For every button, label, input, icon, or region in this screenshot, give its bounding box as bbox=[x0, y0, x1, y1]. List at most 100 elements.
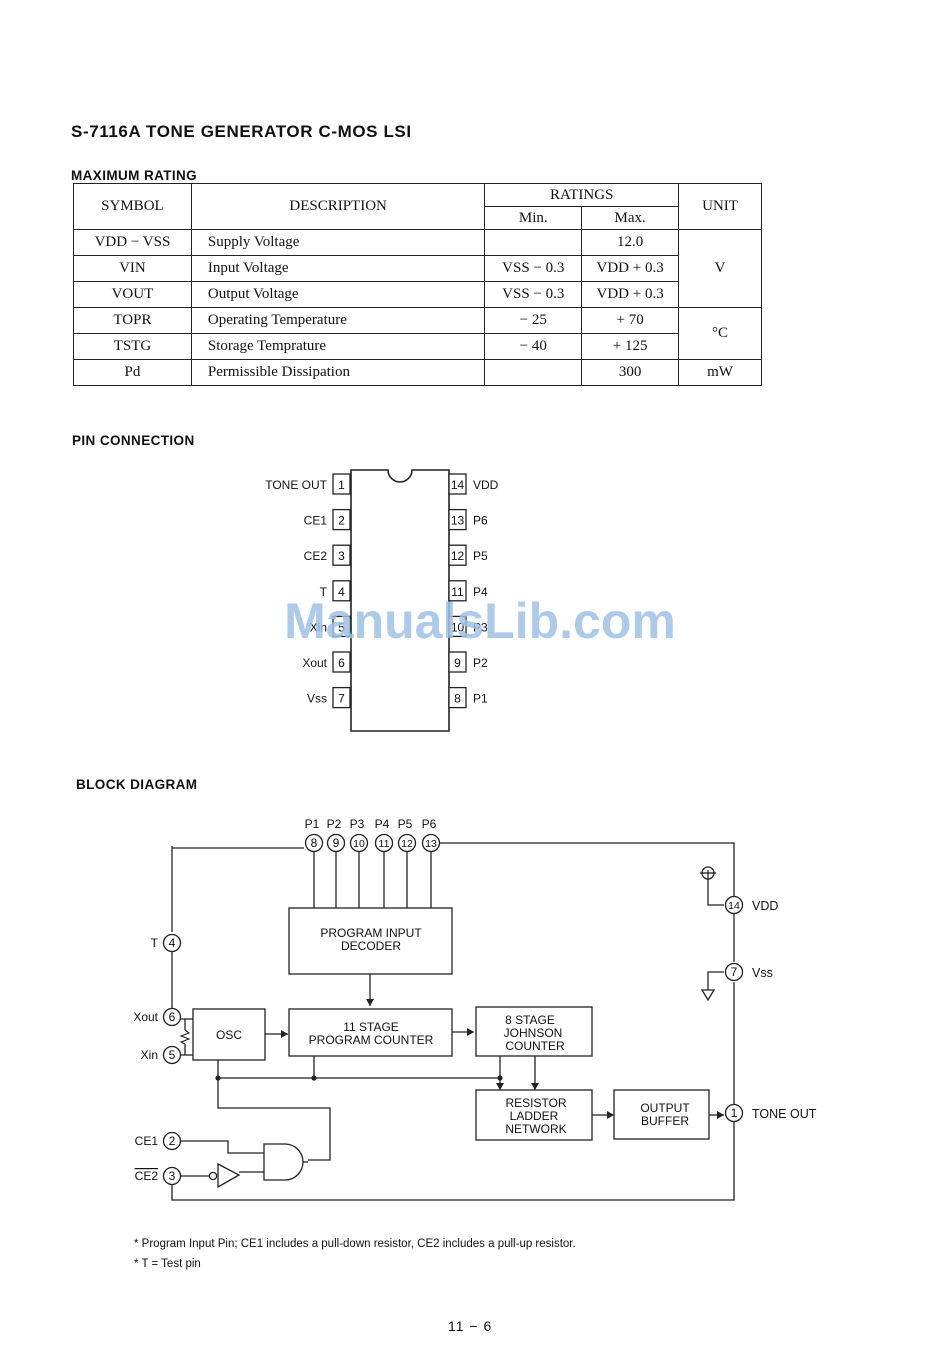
johnson-block bbox=[475, 1006, 593, 1057]
pin-connection-heading: PIN CONNECTION bbox=[72, 433, 195, 448]
top-pin-label: P5 bbox=[398, 817, 413, 831]
pin-label: Xout bbox=[302, 656, 327, 670]
top-pin-label: P6 bbox=[422, 817, 437, 831]
ic-package-outline bbox=[350, 469, 450, 732]
pin-circle-2: 2 bbox=[162, 1131, 182, 1151]
counter-label-1: 11 STAGE bbox=[343, 1020, 399, 1034]
pin-circle-10: 10 bbox=[349, 833, 369, 853]
pin-number: 11 bbox=[379, 838, 390, 850]
cell-description: Permissible Dissipation bbox=[190, 359, 486, 386]
pin-box bbox=[448, 686, 467, 709]
pin-number: 10 bbox=[353, 838, 365, 850]
inverter-bubble-icon bbox=[208, 1171, 218, 1181]
cell-max: VDD + 0.3 bbox=[581, 255, 680, 282]
pin-circle-8: 8 bbox=[304, 833, 324, 853]
cell-symbol: Pd bbox=[73, 359, 192, 386]
top-pin-label: P1 bbox=[305, 817, 320, 831]
pin-3: 3 CE2 bbox=[304, 544, 351, 566]
pin-circle-14: 14 bbox=[724, 895, 744, 915]
pin-number: 14 bbox=[728, 900, 740, 912]
pin-number: 5 bbox=[338, 620, 345, 634]
cell-min: − 25 bbox=[484, 307, 583, 334]
wires bbox=[171, 842, 735, 1201]
table-row: VDD − VSS Supply Voltage 12.0 V bbox=[73, 229, 762, 308]
pin-label: Vss bbox=[307, 692, 327, 706]
pin-label: P3 bbox=[473, 620, 488, 634]
max-rating-heading: MAXIMUM RATING bbox=[71, 168, 198, 183]
pin-number: 3 bbox=[169, 1169, 176, 1183]
pin-label: CE2 bbox=[304, 549, 328, 563]
pin-number: 4 bbox=[169, 936, 176, 950]
footnotes: * Program Input Pin; CE1 includes a pull… bbox=[134, 1234, 576, 1274]
inverter-icon bbox=[217, 1162, 241, 1189]
buffer-label-2: BUFFER bbox=[641, 1114, 689, 1128]
pin-label: P4 bbox=[473, 585, 488, 599]
pin-label: P5 bbox=[473, 549, 488, 563]
pin-number: 5 bbox=[169, 1048, 176, 1062]
cell-symbol: VDD − VSS bbox=[73, 229, 192, 256]
table-row: TSTG Storage Temprature − 40 + 125 bbox=[73, 333, 762, 360]
pin-circle-13: 13 bbox=[421, 833, 441, 853]
pin-14: 14 VDD bbox=[448, 473, 499, 495]
pin-label: P1 bbox=[473, 692, 488, 706]
cell-min: VSS − 0.3 bbox=[484, 281, 583, 308]
cell-description: Storage Temprature bbox=[190, 333, 486, 360]
pin-number: 7 bbox=[338, 692, 345, 706]
pin-number: 8 bbox=[311, 836, 318, 850]
pin-label: VDD bbox=[473, 478, 499, 492]
cell-max: 300 bbox=[581, 359, 680, 386]
ground-icon bbox=[700, 989, 716, 1002]
cell-symbol: VIN bbox=[73, 255, 192, 282]
counter-block bbox=[288, 1008, 453, 1057]
cell-unit-temperature: °C bbox=[678, 307, 762, 360]
cell-description: Operating Temperature bbox=[190, 307, 486, 334]
pin-number: 3 bbox=[338, 549, 345, 563]
pin-circle-6: 6 bbox=[162, 1007, 182, 1027]
pin-circle-11: 11 bbox=[374, 833, 394, 853]
header-description: DESCRIPTION bbox=[190, 183, 486, 230]
pin-box bbox=[332, 473, 351, 495]
pin-circle-9: 9 bbox=[326, 833, 346, 853]
pin-label: T bbox=[320, 585, 328, 599]
cell-unit-voltage: V bbox=[678, 229, 762, 308]
header-min: Min. bbox=[484, 206, 583, 230]
buffer-label-1: OUTPUT bbox=[640, 1101, 690, 1115]
right-pin-label: Vss bbox=[752, 966, 773, 980]
pin-box bbox=[448, 580, 467, 602]
page-number: 11 − 6 bbox=[448, 1318, 493, 1334]
counter-label-2: PROGRAM COUNTER bbox=[309, 1033, 434, 1047]
pin-circle-5: 5 bbox=[162, 1045, 182, 1065]
ladder-label-3: NETWORK bbox=[505, 1122, 566, 1136]
header-symbol: SYMBOL bbox=[73, 183, 192, 230]
header-max: Max. bbox=[581, 206, 680, 230]
pin-box bbox=[448, 508, 467, 531]
pin-number: 6 bbox=[169, 1010, 176, 1024]
pin-number: 1 bbox=[731, 1106, 738, 1120]
footnote-2: * T = Test pin bbox=[134, 1258, 201, 1270]
cell-max: 12.0 bbox=[581, 229, 680, 256]
pin-10: 10 P3 bbox=[448, 615, 488, 638]
pin-number: 14 bbox=[451, 478, 465, 492]
header-unit: UNIT bbox=[678, 183, 762, 230]
pin-number: 7 bbox=[731, 965, 738, 979]
pin-4: 4T bbox=[320, 580, 351, 602]
osc-label: OSC bbox=[216, 1028, 242, 1042]
pin-label: TONE OUT bbox=[265, 478, 327, 492]
pin-number: 13 bbox=[425, 838, 437, 850]
pin-number: 13 bbox=[451, 514, 465, 528]
decoder-block bbox=[288, 907, 453, 975]
cell-unit-power: mW bbox=[678, 359, 762, 386]
pin-number: 10 bbox=[451, 620, 465, 634]
right-pin-label: VDD bbox=[752, 899, 778, 913]
top-pin-label: P3 bbox=[350, 817, 365, 831]
